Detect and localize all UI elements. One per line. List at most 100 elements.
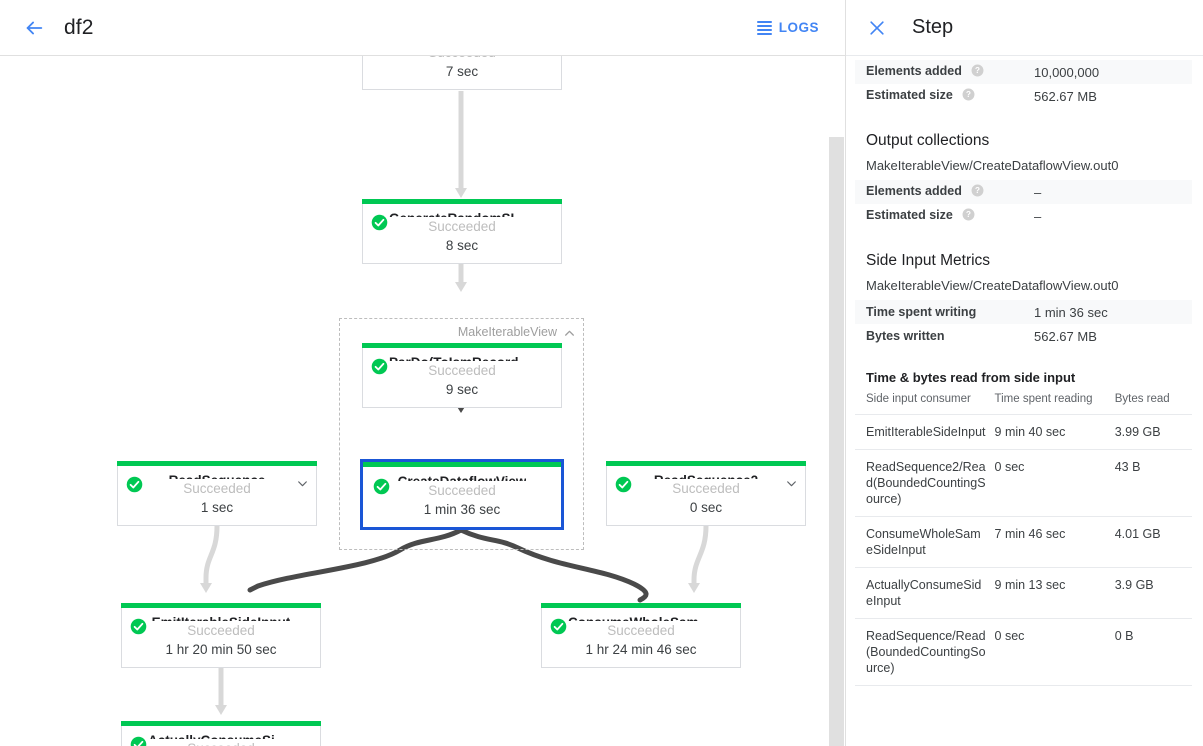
graph-canvas[interactable]: MakeIterableView Succeeded 7 sec [0,56,845,746]
top-app-bar: df2 LOGS [0,0,845,56]
node-name: ReadSequence [169,472,266,479]
help-icon[interactable]: ? [962,88,975,104]
graph-node-create-dataflow-view[interactable]: CreateDataflowView Succeeded 1 min 36 se… [360,459,564,530]
node-name: ActuallyConsumeSideI… [148,732,294,739]
consumer-bytes: 3.9 GB [1114,567,1192,619]
chevron-down-icon[interactable] [296,477,309,495]
graph-node-pardo-to-ism-record[interactable]: ParDo(ToIsmRecordFor… Succeeded 9 sec [362,343,562,408]
check-circle-icon [371,358,388,375]
svg-text:?: ? [966,210,971,219]
consumer-bytes: 43 B [1114,449,1192,517]
table-row: Elements added ? 10,000,000 [855,60,1192,84]
help-icon[interactable]: ? [971,64,984,80]
node-time: 1 min 36 sec [423,502,501,517]
metric-value: 1 min 36 sec [1034,304,1108,320]
node-status-bar [121,603,321,608]
step-details-panel: Step .out0 Elements added ? 10,000,000 [845,0,1203,746]
page-title: df2 [64,15,94,39]
help-icon[interactable]: ? [971,184,984,200]
side-input-collection-name: MakeIterableView/CreateDataflowView.out0 [866,278,1119,293]
svg-text:?: ? [975,186,980,195]
chevron-down-icon[interactable] [785,477,798,495]
node-status: Succeeded [428,219,496,234]
svg-text:?: ? [966,90,971,99]
node-status: Succeeded [187,739,255,746]
output-collections-title: Output collections [866,132,990,149]
metric-key: Bytes written [866,329,945,343]
side-input-consumers-table: Side input consumer Time spent reading B… [855,389,1192,686]
consumer-time: 7 min 46 sec [994,516,1115,568]
close-icon[interactable] [860,11,894,45]
node-time: 0 sec [689,500,723,515]
output-collections-table: Elements added ? – Estimated size ? [855,180,1192,228]
consumer-name: ReadSequence/Read(BoundedCountingSource) [855,618,995,686]
consumer-time: 0 sec [994,449,1115,517]
metric-value: – [1034,208,1042,224]
graph-node-consume-whole-same-side-input[interactable]: ConsumeWholeSameSi… Succeeded 1 hr 24 mi… [541,603,741,668]
node-status: Succeeded [183,481,251,496]
node-status: Succeeded [187,623,255,638]
node-status-bar [360,459,564,467]
job-graph-pane: df2 LOGS [0,0,845,746]
node-name: CreateDataflowView [398,473,527,481]
node-status: Succeeded [428,483,496,498]
metric-key: Time spent writing [866,305,977,319]
graph-node-emit-iterable-side-input[interactable]: EmitIterableSideInput Succeeded 1 hr 20 … [121,603,321,668]
node-time: 1 sec [200,500,234,515]
consumer-time: 0 sec [994,618,1115,686]
side-input-metrics-title: Side Input Metrics [866,252,991,269]
consumer-time: 9 min 40 sec [994,414,1115,450]
node-status: Succeeded [672,481,740,496]
consumer-bytes: 3.99 GB [1114,414,1192,450]
node-name: ReadSequence2 [654,472,758,479]
check-circle-icon [615,476,632,493]
step-panel-header: Step [846,0,1203,56]
node-name: ParDo(ToIsmRecordFor… [389,354,535,361]
table-header-row: Side input consumer Time spent reading B… [855,389,1192,415]
table-row: EmitIterableSideInput 9 min 40 sec 3.99 … [855,414,1192,450]
node-status-bar [121,721,321,726]
step-panel-body[interactable]: .out0 Elements added ? 10,000,000 [846,56,1203,746]
table-row: Elements added ? – [855,180,1192,204]
graph-group-make-iterable-view[interactable]: MakeIterableView [339,318,584,550]
metric-key: Estimated size [866,208,953,222]
logs-list-icon [756,20,772,35]
consumer-name: ActuallyConsumeSideInput [855,567,995,619]
node-status: Succeeded [428,363,496,378]
graph-node-clipped-top[interactable]: Succeeded 7 sec [362,56,562,90]
help-icon[interactable]: ? [962,208,975,224]
graph-node-read-sequence-2[interactable]: ReadSequence2 Succeeded 0 sec [606,461,806,526]
check-circle-icon [371,214,388,231]
node-name: EmitIterableSideInput [152,614,291,621]
table-row: ReadSequence/Read(BoundedCountingSource)… [855,618,1192,686]
table-row: ActuallyConsumeSideInput 9 min 13 sec 3.… [855,567,1192,619]
time-bytes-read-title: Time & bytes read from side input [866,370,1076,385]
graph-node-actually-consume-side-input[interactable]: ActuallyConsumeSideI… Succeeded 1 hr 12 … [121,721,321,746]
graph-node-generate-random-si-data[interactable]: GenerateRandomSIData Succeeded 8 sec [362,199,562,264]
details-panel-scrollbar[interactable] [829,137,844,746]
node-status-bar [117,461,317,466]
table-row: Estimated size ? – [855,204,1192,228]
check-circle-icon [130,618,147,635]
column-header-bytes: Bytes read [1114,393,1170,405]
chevron-up-icon[interactable] [563,327,576,345]
metric-value: 562.67 MB [1034,328,1097,344]
node-time: 7 sec [445,64,479,79]
node-status: Succeeded [607,623,675,638]
side-input-metrics-table: Time spent writing 1 min 36 sec Bytes wr… [855,300,1192,348]
svg-text:?: ? [975,66,980,75]
check-circle-icon [373,478,390,495]
graph-node-read-sequence[interactable]: ReadSequence Succeeded 1 sec [117,461,317,526]
metric-value: – [1034,184,1042,200]
metric-value: 562.67 MB [1034,88,1097,104]
node-time: 1 hr 24 min 46 sec [585,642,697,657]
logs-button[interactable]: LOGS [749,14,827,41]
consumer-bytes: 0 B [1114,618,1192,686]
table-row: Time spent writing 1 min 36 sec [855,300,1192,324]
column-header-consumer: Side input consumer [866,393,971,405]
arrow-left-icon[interactable] [14,8,54,48]
output-collection-name: MakeIterableView/CreateDataflowView.out0 [866,158,1119,173]
node-status-bar [362,199,562,204]
table-row: ReadSequence2/Read(BoundedCountingSource… [855,449,1192,517]
